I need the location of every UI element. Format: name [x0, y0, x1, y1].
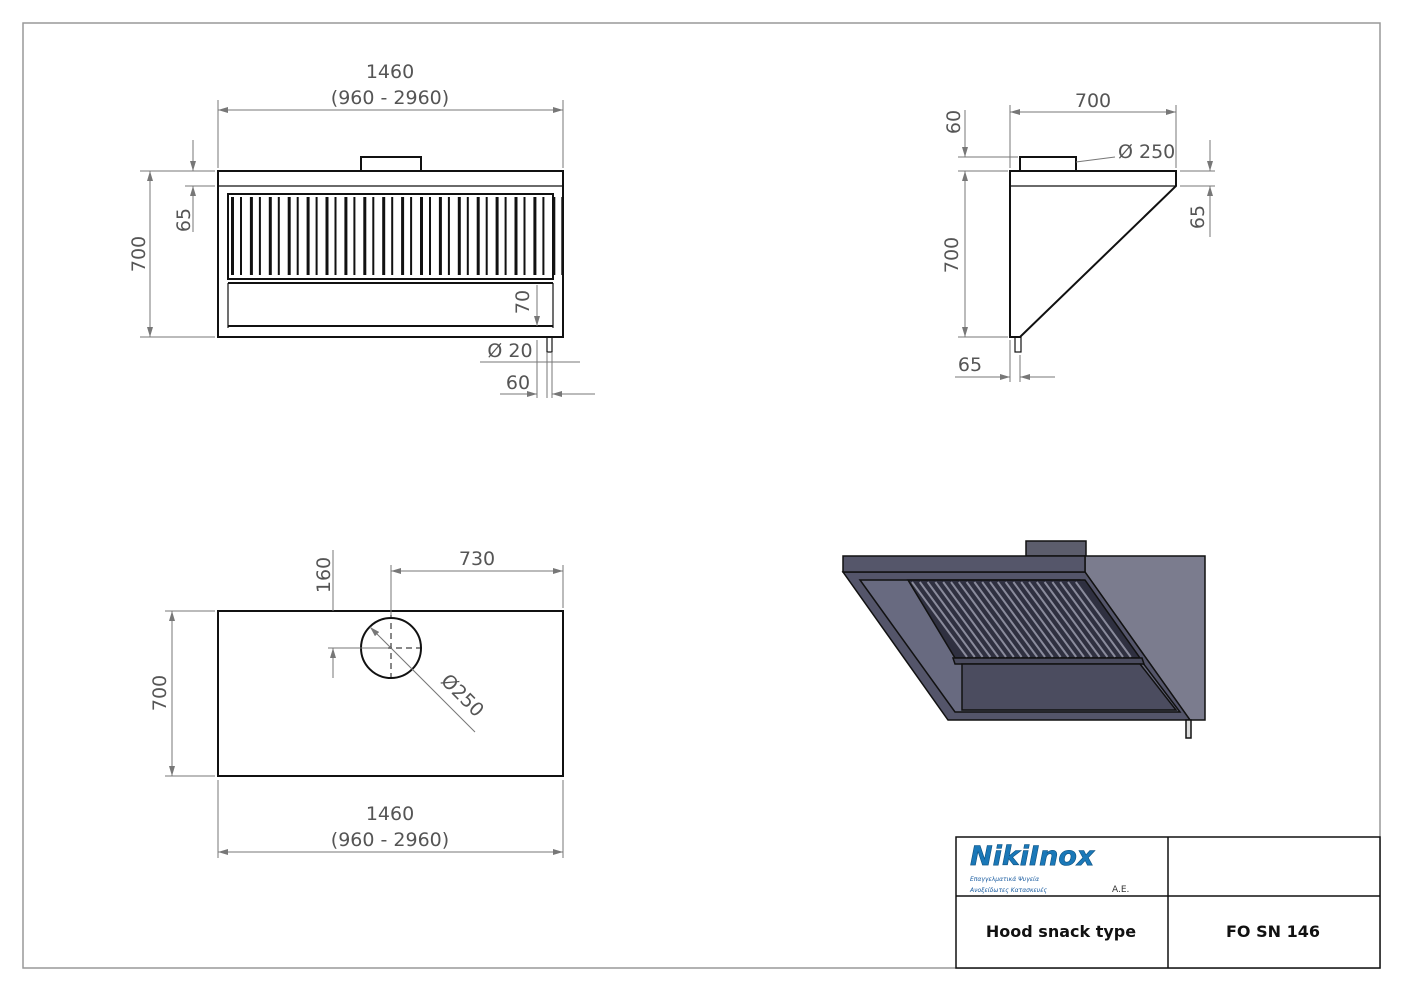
- filter-fin: [287, 197, 291, 275]
- filter-fin: [447, 197, 450, 275]
- iso-filter-fin: [1051, 581, 1109, 658]
- iso-filter-fin: [926, 581, 984, 658]
- filter-fin: [391, 197, 394, 275]
- side-depth-dim: 700: [1075, 90, 1111, 112]
- top-band-dim: 65: [173, 208, 195, 232]
- iso-filter-fin: [1004, 581, 1062, 658]
- iso-filter-fin: [934, 581, 992, 658]
- filter-fin: [249, 197, 253, 275]
- front-view: 1460 (960 - 2960) 700 65 70 Ø 20 60: [128, 61, 595, 398]
- filter-fin: [268, 197, 272, 275]
- side-height-dim: 700: [941, 237, 963, 273]
- logo-tagline-2: Ανοξείδωτες Κατασκευές: [969, 887, 1047, 894]
- iso-filter-fin: [942, 581, 1000, 658]
- iso-filter-fin: [965, 581, 1023, 658]
- iso-filter-fin: [1074, 581, 1132, 658]
- collar-diameter-dim: Ø 250: [1118, 141, 1175, 163]
- filter-fin: [258, 197, 261, 275]
- iso-filter-fin: [1067, 581, 1124, 658]
- drain-offset-dim: 60: [506, 372, 530, 394]
- filter-fin: [372, 197, 375, 275]
- filter-fin: [514, 197, 518, 275]
- filter-fin: [382, 197, 386, 275]
- side-view: 700 Ø 250 60 700 65 65: [941, 90, 1215, 382]
- iso-filter-fin: [1012, 581, 1070, 658]
- product-name: Hood snack type: [986, 922, 1136, 941]
- filter-fin: [438, 197, 442, 275]
- filter-fin: [495, 197, 499, 275]
- collar-offset-y-dim: 160: [313, 557, 335, 593]
- filter-fin: [523, 197, 526, 275]
- top-width-dim: 1460: [366, 803, 414, 825]
- filter-fin: [315, 197, 318, 275]
- filter-fin: [401, 197, 405, 275]
- filter-fin: [561, 197, 564, 275]
- iso-filter-fin: [911, 581, 968, 658]
- isometric-view: [841, 540, 1206, 739]
- filter-fin: [325, 197, 329, 275]
- filter-fin: [344, 197, 348, 275]
- iso-filter-fin: [1028, 581, 1085, 658]
- front-height-dim: 700: [128, 236, 150, 272]
- iso-filter-fin: [1020, 581, 1078, 658]
- filter-fin: [476, 197, 480, 275]
- filter-fin: [334, 197, 337, 275]
- logo-tagline-1: Επαγγελματικά Ψυγεία: [970, 876, 1039, 883]
- filter-fin: [466, 197, 469, 275]
- iso-filter-fin: [973, 581, 1031, 658]
- logo-suffix: A.E.: [1112, 885, 1129, 895]
- front-width-range-dim: (960 - 2960): [331, 87, 449, 109]
- title-block: NikiInox Επαγγελματικά Ψυγεία Ανοξείδωτε…: [955, 836, 1381, 969]
- filter-fin: [363, 197, 367, 275]
- iso-filter-fin: [918, 581, 976, 658]
- iso-filter-fin: [989, 581, 1046, 658]
- filter-fin: [277, 197, 280, 275]
- filter-fin: [420, 197, 423, 275]
- filter-fin: [296, 197, 299, 275]
- filter-fin: [353, 197, 356, 275]
- iso-filter-fin: [1043, 581, 1101, 658]
- top-depth-dim: 700: [149, 675, 171, 711]
- side-drain-offset-dim: 65: [958, 354, 982, 376]
- collar-offset-x-dim: 730: [459, 548, 495, 570]
- side-front-band-dim: 65: [1187, 205, 1209, 229]
- iso-filter-fin: [996, 581, 1054, 658]
- bottom-band-dim: 70: [512, 290, 534, 314]
- top-collar-diameter-dim: Ø250: [436, 670, 488, 722]
- iso-filter-fin: [1059, 581, 1117, 658]
- iso-filter-fin: [950, 581, 1007, 658]
- iso-filter-fin: [1035, 581, 1093, 658]
- collar-height-dim: 60: [943, 110, 965, 134]
- sheet-border: [22, 22, 1381, 969]
- filter-fin: [410, 197, 413, 275]
- filter-fin: [533, 197, 537, 275]
- iso-filter-fin: [957, 581, 1015, 658]
- top-view: 730 160 700 Ø250 1460 (960 - 2960): [149, 548, 564, 858]
- logo-brand: NikiInox: [970, 841, 1096, 872]
- iso-filter-fin: [981, 581, 1039, 658]
- filter-fin: [485, 197, 488, 275]
- filter-fin: [231, 197, 234, 275]
- filter-fin: [504, 197, 507, 275]
- filter-fin: [306, 197, 310, 275]
- filter-fin: [542, 197, 545, 275]
- product-code: FO SN 146: [1226, 922, 1320, 941]
- filter-fin: [552, 197, 556, 275]
- filter-fin: [429, 197, 431, 275]
- filter-fin: [457, 197, 461, 275]
- top-width-range-dim: (960 - 2960): [331, 829, 449, 851]
- front-width-dim: 1460: [366, 61, 414, 83]
- nikiinox-logo: NikiInox Επαγγελματικά Ψυγεία Ανοξείδωτε…: [969, 841, 1129, 895]
- filter-fin: [240, 197, 242, 275]
- drain-diameter-dim: Ø 20: [487, 340, 532, 362]
